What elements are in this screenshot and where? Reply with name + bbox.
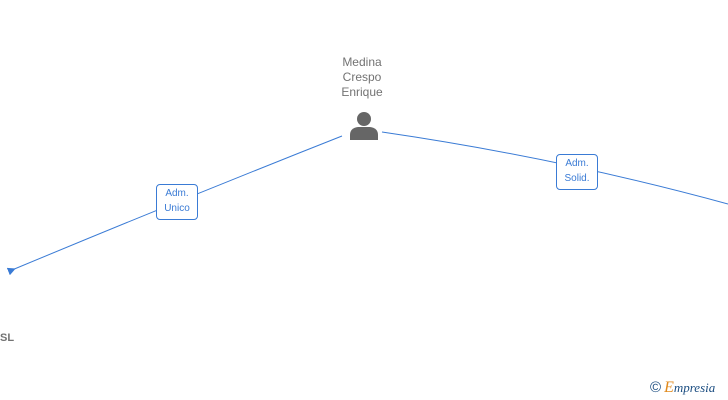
empresia-watermark: ©Empresia	[650, 379, 715, 397]
person-name-line: Enrique	[341, 85, 383, 99]
role-label-line: Adm.	[565, 158, 589, 169]
copyright-icon: ©	[650, 379, 662, 396]
company-label[interactable]: SL	[0, 332, 15, 344]
edge-person-to-company-right	[381, 131, 728, 205]
watermark-logo-letter: E	[664, 379, 674, 396]
person-name-line: Medina	[342, 55, 382, 69]
person-icon[interactable]	[348, 111, 380, 141]
role-label-adm-unico[interactable]: Adm. Unico	[156, 184, 198, 220]
role-label-line: Solid.	[564, 173, 590, 184]
role-label-line: Unico	[164, 203, 190, 214]
role-label-line: Adm.	[165, 188, 189, 199]
role-label-adm-solid[interactable]: Adm. Solid.	[556, 154, 598, 190]
person-name: Medina Crespo Enrique	[312, 55, 412, 100]
person-name-line: Crespo	[342, 70, 382, 84]
watermark-logo-text: mpresia	[673, 380, 716, 395]
